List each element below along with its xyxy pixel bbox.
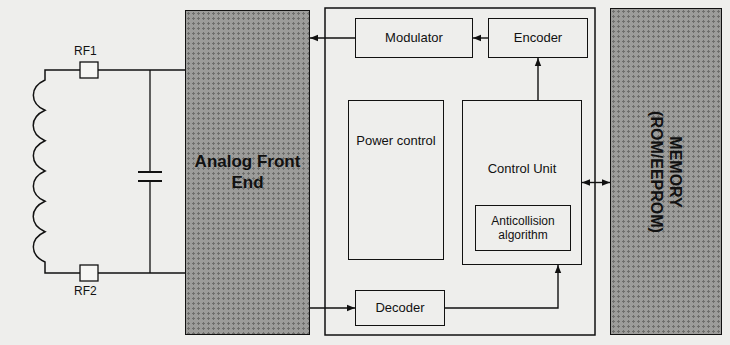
algorithm-box: Anticollision algorithm [475, 205, 571, 251]
analog-front-end: Analog Front End [185, 10, 310, 335]
block-label: Power control [356, 133, 435, 149]
signal-arrow [445, 265, 558, 308]
process-box: Decoder [355, 290, 445, 326]
signal-arrow [310, 307, 355, 308]
block-label: Modulator [385, 30, 443, 46]
rf-terminal [80, 265, 98, 281]
process-box: Power control [348, 100, 444, 260]
antenna-coil [33, 70, 80, 273]
pin-label: RF1 [74, 44, 97, 58]
block-label: Analog Front End [192, 152, 303, 193]
rf-terminal [80, 62, 98, 78]
signal-arrow [473, 37, 488, 38]
process-box: Modulator [355, 18, 473, 58]
block-label: Control Unit [488, 161, 557, 177]
capacitor-symbol [138, 172, 162, 181]
control-unit-box: Control UnitAnticollision algorithm [462, 100, 582, 265]
pin-label: RF2 [74, 284, 97, 298]
signal-arrow [310, 37, 355, 38]
coil-winding [33, 70, 80, 273]
process-box: Encoder [488, 18, 588, 58]
block-label: Anticollision algorithm [482, 214, 564, 243]
memory-block: MEMORY (ROM/EEPROM) [610, 8, 722, 335]
signal-arrow [582, 182, 610, 183]
signal-arrow [537, 58, 538, 100]
chip-outline [325, 8, 595, 335]
block-label: Encoder [514, 30, 562, 46]
block-label: Decoder [375, 300, 424, 316]
block-label: MEMORY (ROM/EEPROM) [647, 104, 685, 239]
wire [98, 70, 185, 273]
